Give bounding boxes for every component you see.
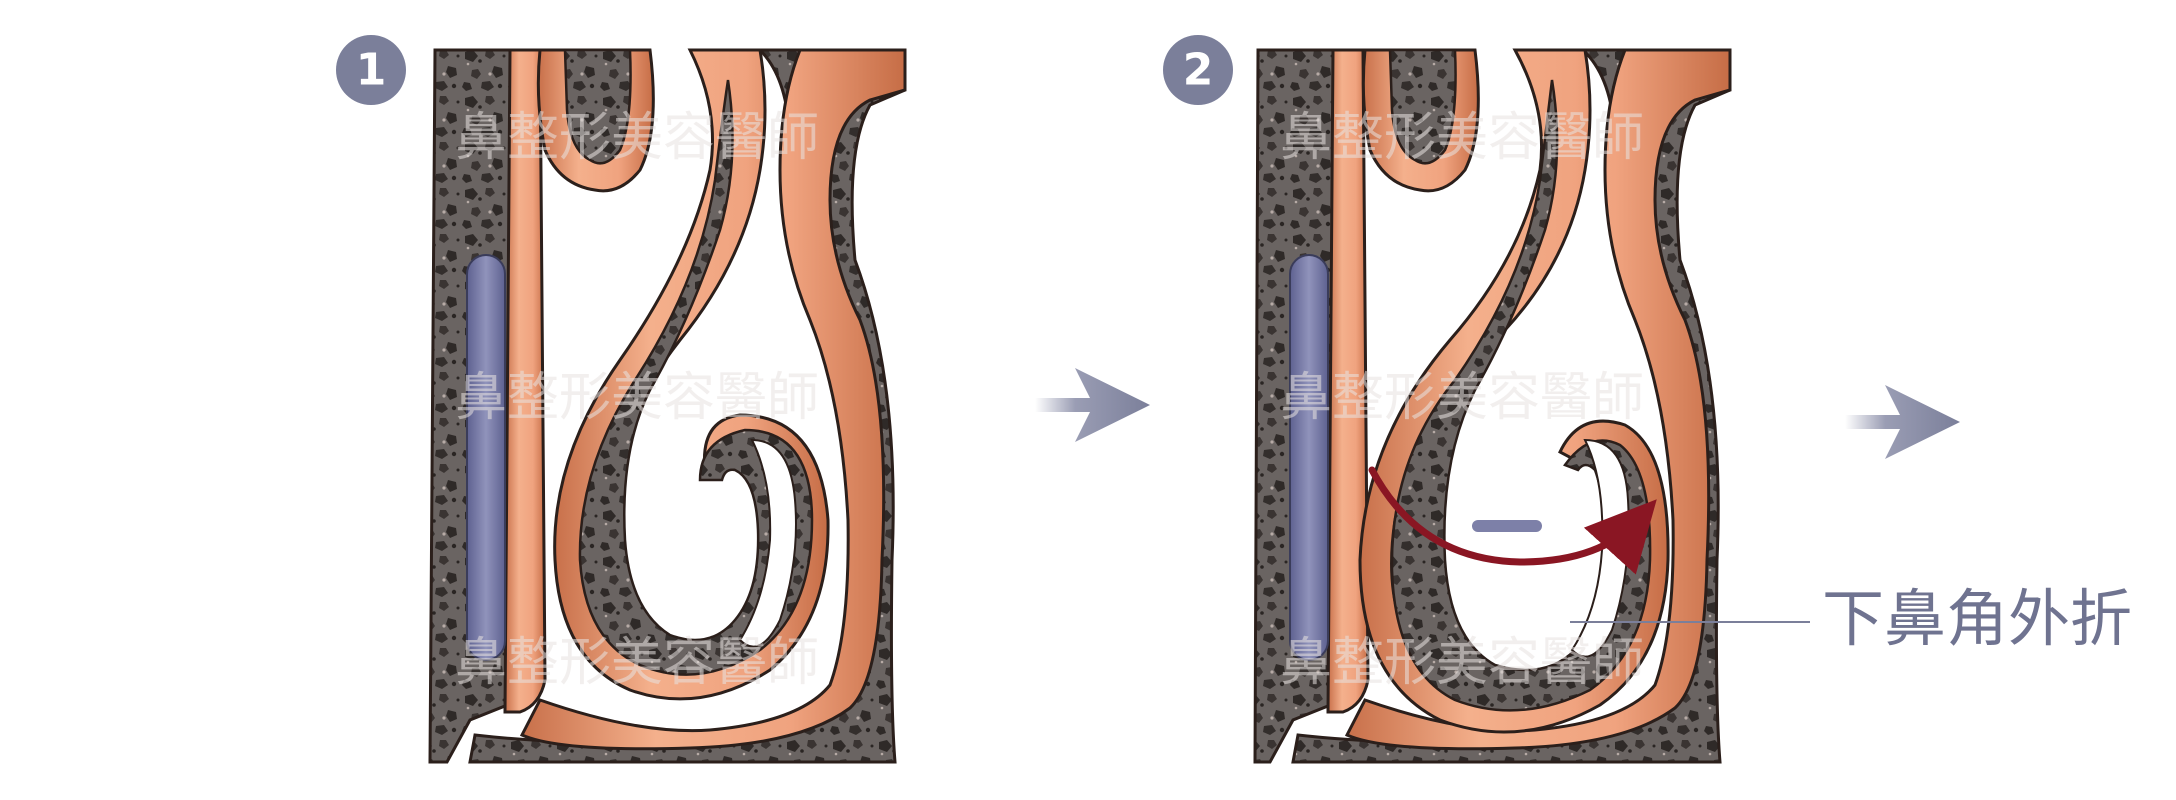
curved-arrow-icon [1368, 466, 1657, 575]
watermark: 鼻整形美容醫師 [1280, 368, 1644, 428]
septum-vein [466, 254, 506, 661]
watermark: 鼻整形美容醫師 [1280, 108, 1644, 168]
fracture-mark [1472, 520, 1542, 532]
lateral-wall-mucosa [1344, 48, 1732, 751]
lateral-wall-mucosa [519, 48, 907, 751]
septum-mucosa [503, 48, 547, 714]
step-2-label: 下鼻角外折 [1822, 582, 2132, 655]
panel-step-2 [1253, 48, 1810, 764]
step-number: 1 [356, 45, 387, 96]
step-number: 2 [1183, 45, 1214, 96]
watermark: 鼻整形美容醫師 [455, 633, 819, 693]
septum-vein [1289, 254, 1329, 661]
septum-mucosa [1326, 48, 1370, 714]
right-arrow-icon [1845, 385, 1960, 459]
step-badge-2: 2 [1163, 35, 1233, 105]
watermark: 鼻整形美容醫師 [1280, 633, 1644, 693]
watermark: 鼻整形美容醫師 [455, 108, 819, 168]
right-arrow-icon [1035, 368, 1150, 442]
watermark: 鼻整形美容醫師 [455, 368, 819, 428]
panel-step-1 [428, 48, 910, 764]
step-badge-1: 1 [336, 35, 406, 105]
